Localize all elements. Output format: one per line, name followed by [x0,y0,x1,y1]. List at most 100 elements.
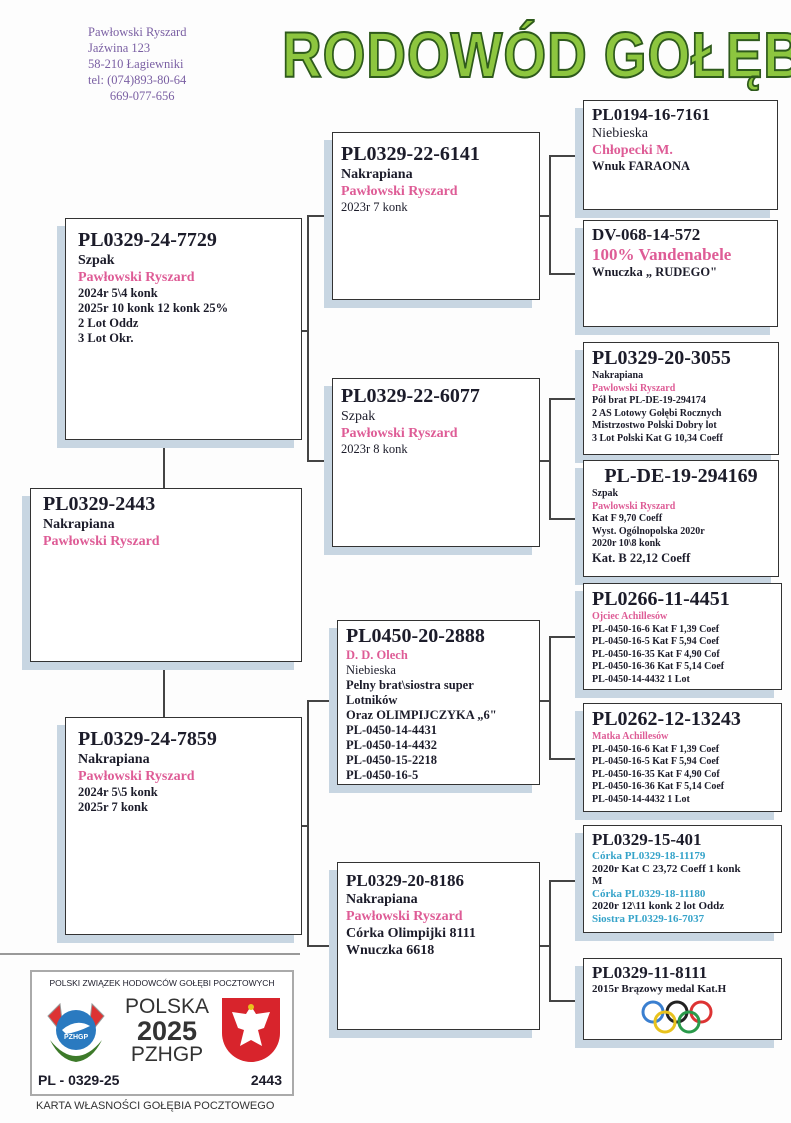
note: PL-0450-16-5 [346,768,419,782]
card-caption: KARTA WŁASNOŚCI GOŁĘBIA POCZTOWEGO [36,1100,275,1112]
ring-number: PL0329-11-8111 [592,963,708,982]
connector [549,398,551,518]
ring-number: PL0329-2443 [43,493,156,515]
connector [307,945,337,947]
note: PL-0450-16-35 Kat F 4,90 Cof [592,768,720,780]
note: PL-0450-14-4432 1 Lot [592,793,690,805]
owner: Pawłowski Ryszard [346,909,463,924]
card-year: 2025 [136,1016,198,1046]
ring-number: PL0329-22-6077 [341,385,480,407]
ring-number: PL0329-20-3055 [592,347,731,369]
note: 2023r 7 konk [341,200,408,214]
connector [307,700,309,945]
grandparent-box: PL0329-15-401 Córka PL0329-18-11179 2020… [583,825,782,933]
note: PL-0450-14-4432 1 Lot [592,673,690,685]
note: Lotników [346,693,398,707]
breeder-address: Pawłowski Ryszard Jaźwina 123 58-210 Łag… [88,24,186,104]
card-org: PZHGP [130,1043,204,1066]
divider [0,953,300,955]
ring-number: PL0329-20-8186 [346,871,465,890]
connector [540,460,550,462]
daughter: Córka PL0329-18-11179 [592,850,706,862]
color: Nakrapiana [346,892,418,907]
note: M [592,875,603,887]
address-line: Pawłowski Ryszard [88,25,187,39]
ring-number: PL0329-15-401 [592,830,702,849]
owner: Pawłowski Ryszard [43,534,160,549]
connector [540,215,550,217]
connector [540,700,550,702]
note: PL-0450-16-5 Kat F 5,94 Coef [592,636,720,647]
card-header: POLSKI ZWIĄZEK HODOWCÓW GOŁĘBI POCZTOWYC… [49,978,275,988]
grandparent-box: PL0329-20-3055 Nakrapiana Pawlowski Rysz… [583,342,779,455]
connector [307,700,337,702]
ring-number: PL0329-24-7729 [78,229,217,251]
note: Kat. B 22,12 Coeff [592,550,691,565]
note: Siostra PL0329-16-7037 [592,912,705,925]
ring-number: PL0194-16-7161 [592,105,711,124]
note: Wnuczka 6618 [346,943,435,958]
address-line: 58-210 Łagiewniki [88,57,184,71]
note: Wnuczka „ RUDEGO" [592,265,718,279]
ring-number: PL - 0329-25 [38,1072,120,1088]
label: Ojciec Achillesów [592,611,668,622]
note: Córka Olimpijki 8111 [346,926,476,941]
owner: Chłopecki M. [592,143,673,158]
note: Wnuk FARAONA [592,159,691,173]
note: 2024r 5\5 konk [78,785,158,799]
connector [549,155,551,273]
ring-number: PL0450-20-2888 [346,625,485,647]
dam-dam-box: PL0329-20-8186 Nakrapiana Pawłowski Rysz… [337,862,540,1030]
page-title: RODOWÓD GOŁĘBIA [281,18,791,92]
connector [307,215,332,217]
ownership-card: POLSKI ZWIĄZEK HODOWCÓW GOŁĘBI POCZTOWYC… [30,970,294,1096]
note: PL-0450-14-4432 [346,738,437,752]
note: PL-0450-16-6 Kat F 1,39 Coef [592,743,720,755]
card-number: 2443 [250,1072,282,1088]
connector [163,440,165,488]
sire-dam-box: PL0329-22-6077 Szpak Pawłowski Ryszard 2… [332,378,540,547]
note: 2 Lot Oddz [78,316,139,330]
grandparent-box: PL-DE-19-294169 Szpak Pawlowski Ryszard … [583,460,779,577]
connector [549,636,583,638]
note: PL-0450-16-36 Kat F 5,14 Coef [592,661,725,672]
connector [549,398,583,400]
note: 2020r 12\11 konk 2 lot Oddz [592,900,725,912]
connector [302,330,308,332]
note: 2020r Kat C 23,72 Coeff 1 konk [592,862,741,875]
note: 3 Lot Polski Kat G 10,34 Coeff [592,432,723,444]
connector [302,825,308,827]
owner: 100% Vandenabele [592,245,732,264]
note: 2 AS Lotowy Gołębi Rocznych [592,407,722,419]
dam-sire-box: PL0450-20-2888 D. D. Olech Niebieska Pel… [337,620,540,785]
connector [549,880,583,882]
color: Nakrapiana [43,517,115,532]
color: Szpak [341,409,376,424]
connector [549,155,583,157]
connector [549,273,583,275]
connector [549,1000,583,1002]
note: Pelny brat\siostra super [346,678,474,692]
color: Nakrapiana [592,370,644,381]
connector [549,636,551,758]
note: Kat F 9,70 Coeff [592,513,663,524]
note: 2025r 10 konk 12 konk 25% [78,301,229,315]
owner: Pawłowski Ryszard [78,270,195,285]
ring-number: DV-068-14-572 [592,225,701,244]
color: Nakrapiana [78,752,150,767]
dam-box: PL0329-24-7859 Nakrapiana Pawłowski Rysz… [65,717,302,935]
note: 2020r 10\8 konk [592,538,661,549]
color: Niebieska [346,663,396,677]
label: Matka Achillesów [592,731,669,742]
sire-sire-box: PL0329-22-6141 Nakrapiana Pawłowski Rysz… [332,132,540,300]
note: 2025r 7 konk [78,800,148,814]
connector [549,880,551,1000]
address-line: Jaźwina 123 [88,41,151,55]
grandparent-box: PL0194-16-7161 Niebieska Chłopecki M. Wn… [583,100,778,210]
note: PL-0450-16-35 Kat F 4,90 Cof [592,648,720,660]
connector [307,215,309,460]
owner: Pawlowski Ryszard [592,382,676,394]
note: PL-0450-16-5 Kat F 5,94 Coef [592,756,720,767]
connector [540,945,550,947]
